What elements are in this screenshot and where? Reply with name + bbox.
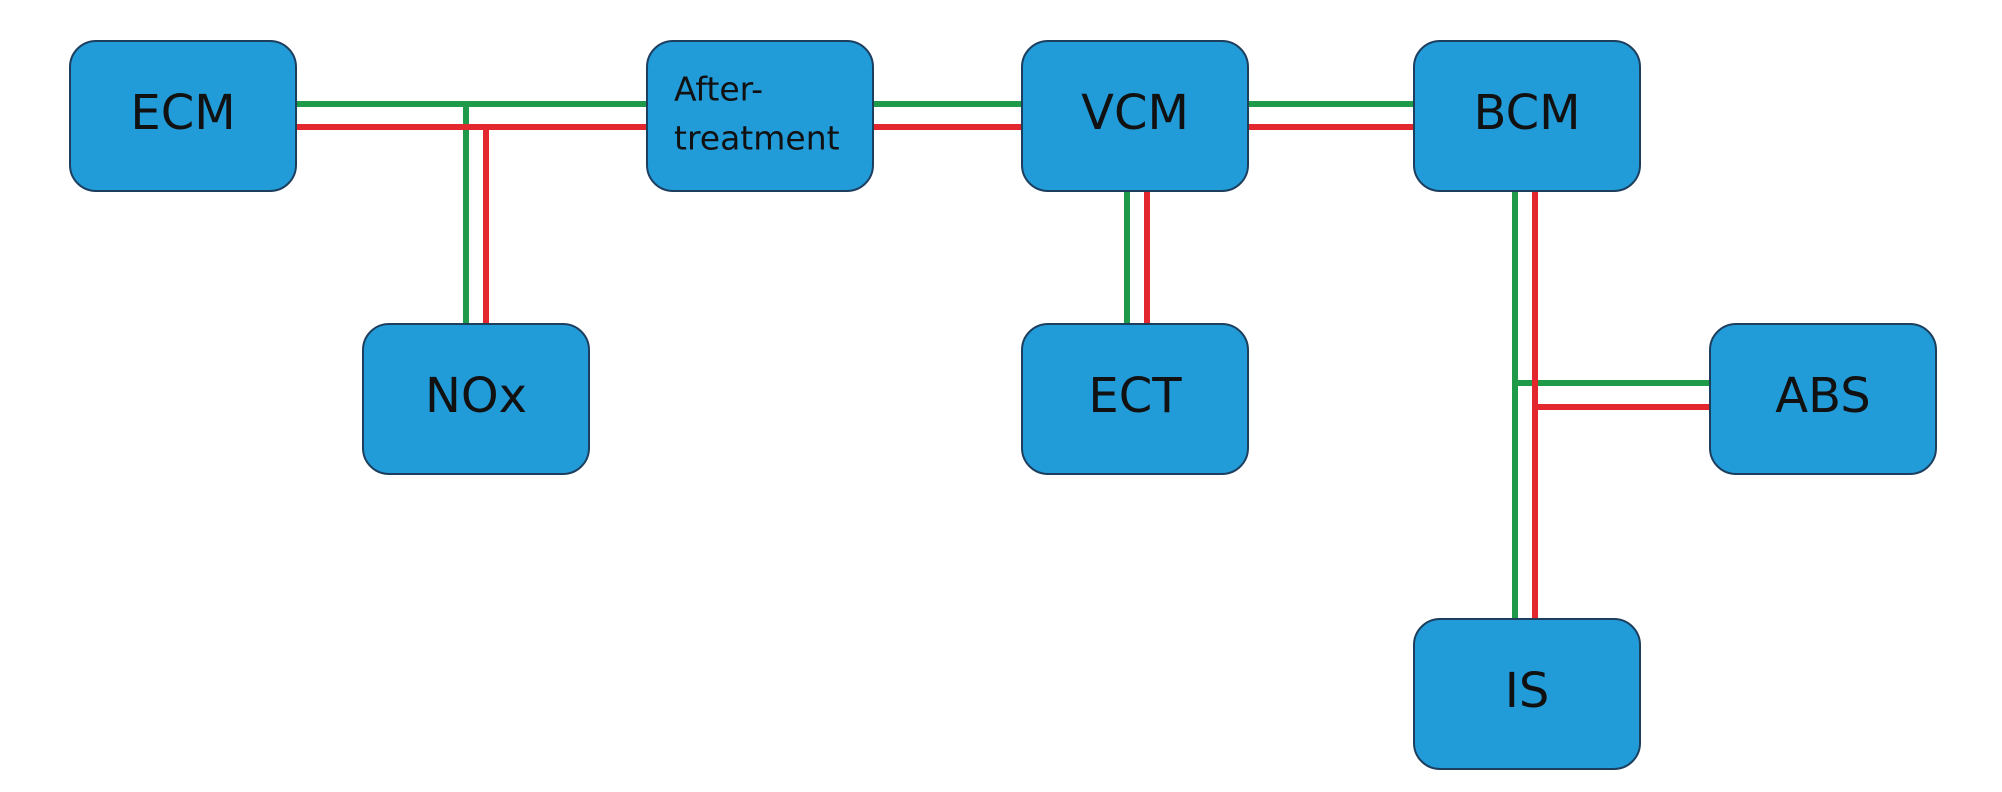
node-bcm-label: BCM — [1473, 85, 1580, 141]
node-abs-label: ABS — [1775, 368, 1870, 424]
node-vcm-label: VCM — [1081, 85, 1189, 141]
node-aftertreatment-label-line1: After- — [674, 70, 763, 109]
bus-wires — [296, 101, 1710, 620]
node-is-label: IS — [1505, 663, 1550, 719]
node-nox-label: NOx — [425, 368, 527, 424]
node-is[interactable]: IS — [1413, 618, 1641, 770]
node-vcm[interactable]: VCM — [1021, 40, 1249, 192]
node-bcm[interactable]: BCM — [1413, 40, 1641, 192]
node-ect[interactable]: ECT — [1021, 323, 1249, 475]
node-abs[interactable]: ABS — [1709, 323, 1937, 475]
node-ecm[interactable]: ECM — [69, 40, 297, 192]
node-ect-label: ECT — [1088, 368, 1182, 424]
node-aftertreatment-label-line2: treatment — [674, 119, 840, 158]
node-ecm-label: ECM — [130, 85, 235, 141]
node-aftertreatment[interactable]: After- treatment — [646, 40, 874, 192]
node-nox[interactable]: NOx — [362, 323, 590, 475]
